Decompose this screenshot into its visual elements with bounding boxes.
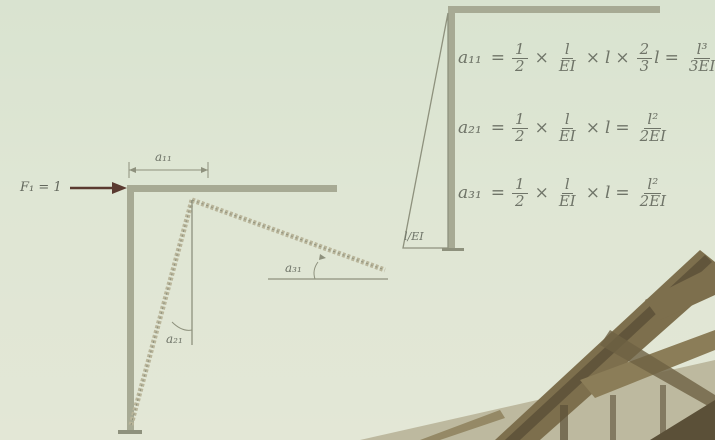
moment-frame [402, 6, 660, 251]
fraction-denominator: EI [558, 191, 576, 210]
fraction-denominator: EI [558, 56, 576, 75]
operator: × [585, 118, 600, 139]
operator: × [534, 48, 549, 69]
bridge-truss-background [360, 250, 715, 440]
fraction-denominator: 2 [515, 126, 525, 145]
fraction-numerator: l³ [693, 41, 711, 59]
fraction-numerator: 1 [512, 111, 528, 129]
moment-frame-base [442, 248, 464, 251]
fraction-numerator: 1 [512, 176, 528, 194]
loaded-frame [70, 162, 388, 434]
moment-frame-beam [448, 6, 660, 13]
fraction-numerator: l [561, 176, 573, 194]
a11-label: a₁₁ [155, 150, 172, 164]
fraction-denominator: 2EI [639, 126, 667, 145]
equation-lhs: a₃₁ [458, 183, 482, 204]
fraction-denominator: 3 [639, 56, 650, 75]
a21-label: a₂₁ [166, 332, 183, 346]
equals-sign: = [490, 118, 506, 139]
fraction-numerator: 1 [512, 41, 528, 59]
fraction-numerator: l [561, 41, 573, 59]
equals-sign: = [490, 183, 506, 204]
fraction-numerator: l [561, 111, 573, 129]
variable: l [654, 48, 660, 69]
equation-lhs: a₁₁ [458, 48, 482, 69]
operator: × [615, 48, 630, 69]
fraction-denominator: 3EI [688, 56, 715, 75]
fraction-denominator: 2 [515, 56, 525, 75]
variable: l [604, 183, 611, 204]
operator: × [585, 48, 600, 69]
force-arrow-head [112, 182, 127, 194]
operator: × [585, 183, 600, 204]
fraction-denominator: 2 [515, 191, 525, 210]
fraction-numerator: 2 [636, 41, 653, 59]
moment-diagram-triangle [402, 12, 449, 249]
loaded-frame-column [127, 185, 134, 430]
moment-frame-column [448, 6, 455, 250]
a31-label: a₃₁ [285, 261, 302, 275]
loaded-frame-beam [127, 185, 337, 192]
fraction-denominator: 2EI [639, 191, 667, 210]
operator: × [534, 118, 549, 139]
force-label: F₁ = 1 [20, 180, 62, 195]
equation-lhs: a₂₁ [458, 118, 482, 139]
equals-sign: = [490, 48, 506, 69]
operator: × [534, 183, 549, 204]
operator: = [615, 183, 630, 204]
variable: l [604, 118, 611, 139]
fraction-numerator: l² [644, 176, 662, 194]
moment-label: l/EI [404, 230, 424, 243]
loaded-frame-base [118, 430, 142, 434]
fraction-denominator: EI [558, 126, 576, 145]
fraction-numerator: l² [644, 111, 662, 129]
operator: = [615, 118, 630, 139]
operator: = [664, 48, 679, 69]
variable: l [604, 48, 611, 69]
